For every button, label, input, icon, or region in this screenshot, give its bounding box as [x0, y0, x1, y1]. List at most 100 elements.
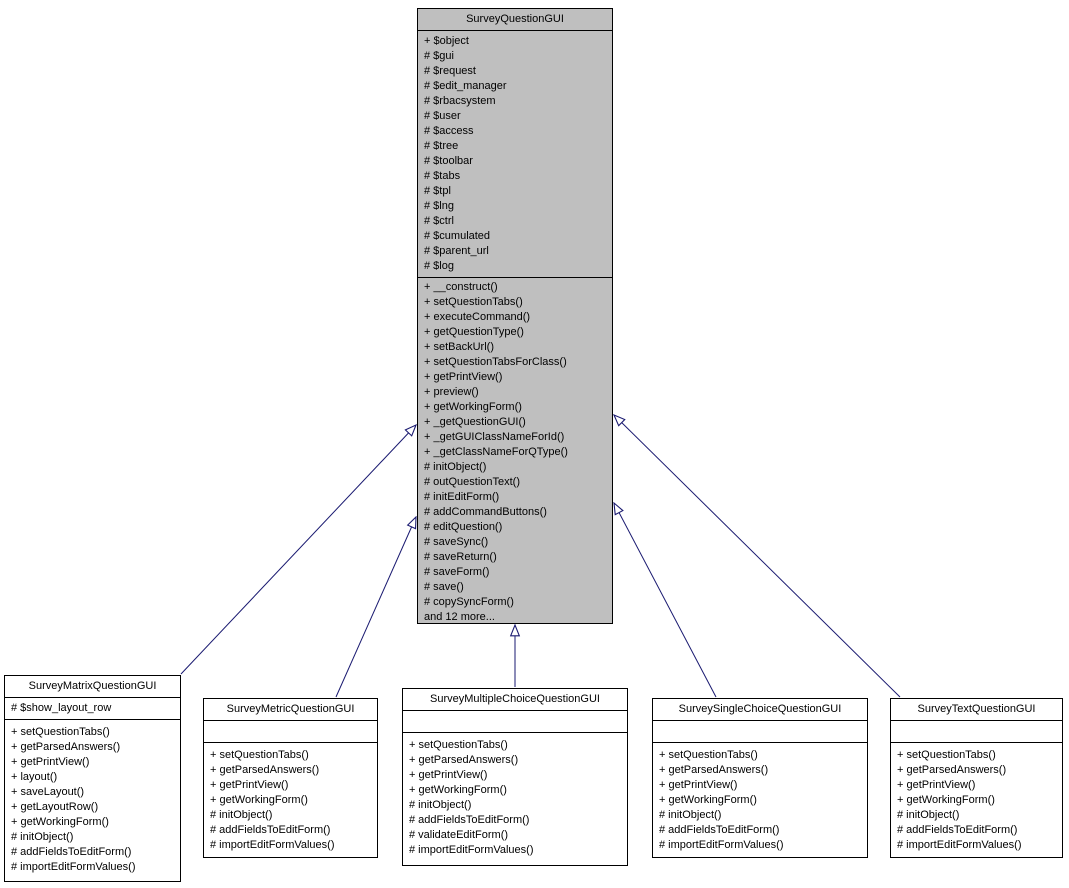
attribute-row: # $request: [424, 65, 476, 77]
method-row: + setQuestionTabsForClass(): [424, 356, 567, 368]
attributes-compartment: # $show_layout_row: [5, 698, 180, 720]
method-row: # saveReturn(): [424, 551, 497, 563]
method-row: + setQuestionTabs(): [897, 749, 996, 761]
method-row: + getPrintView(): [659, 779, 738, 791]
method-row: # initObject(): [897, 809, 960, 821]
methods-compartment: + setQuestionTabs() + getParsedAnswers() +…: [891, 743, 1062, 857]
method-row: + setQuestionTabs(): [11, 726, 110, 738]
attribute-row: # $lng: [424, 200, 454, 212]
methods-compartment: + setQuestionTabs() + getParsedAnswers() +…: [204, 743, 377, 857]
method-row: # saveForm(): [424, 566, 490, 578]
methods-compartment: + setQuestionTabs() + getParsedAnswers() +…: [653, 743, 867, 857]
attribute-row: # $gui: [424, 50, 454, 62]
method-row: + setQuestionTabs(): [424, 296, 523, 308]
method-row: + getParsedAnswers(): [659, 764, 769, 776]
method-row: + getWorkingForm(): [659, 794, 757, 806]
method-row: # initObject(): [424, 461, 487, 473]
attribute-row: # $rbacsystem: [424, 95, 496, 107]
methods-compartment: + setQuestionTabs() + getParsedAnswers() +…: [5, 720, 180, 881]
attributes-compartment: [653, 721, 867, 743]
attribute-row: # $access: [424, 125, 474, 137]
method-row: + getWorkingForm(): [409, 784, 507, 796]
method-row: + getWorkingForm(): [424, 401, 522, 413]
inheritance-edge-metric: [335, 517, 416, 698]
method-row: + setQuestionTabs(): [210, 749, 309, 761]
method-row: # initObject(): [210, 809, 273, 821]
class-box-surveymatrixquestiongui: SurveyMatrixQuestionGUI # $show_layout_r…: [4, 675, 181, 882]
method-row: + getPrintView(): [210, 779, 289, 791]
class-box-surveysinglechoicequestiongui: SurveySingleChoiceQuestionGUI + setQuest…: [652, 698, 868, 858]
method-row: # importEditFormValues(): [11, 861, 136, 873]
method-row: + getWorkingForm(): [11, 816, 109, 828]
method-row: # addFieldsToEditForm(): [210, 824, 331, 836]
class-box-surveymultiplechoicequestiongui: SurveyMultipleChoiceQuestionGUI + setQue…: [402, 688, 628, 866]
class-box-surveytextquestiongui: SurveyTextQuestionGUI + setQuestionTabs(…: [890, 698, 1063, 858]
attribute-row: # $user: [424, 110, 461, 122]
method-row: + getWorkingForm(): [210, 794, 308, 806]
class-name: SurveyTextQuestionGUI: [891, 699, 1062, 721]
attribute-row: # $ctrl: [424, 215, 454, 227]
attribute-row: # $tree: [424, 140, 459, 152]
method-row: # outQuestionText(): [424, 476, 520, 488]
method-row: + getPrintView(): [424, 371, 503, 383]
method-row: # addFieldsToEditForm(): [11, 846, 132, 858]
method-row: + getParsedAnswers(): [210, 764, 320, 776]
method-row: # initEditForm(): [424, 491, 500, 503]
attributes-compartment: [204, 721, 377, 743]
method-row: + executeCommand(): [424, 311, 531, 323]
method-row: # addFieldsToEditForm(): [897, 824, 1018, 836]
method-row: and 12 more...: [424, 611, 495, 623]
attributes-compartment: + $object # $gui # $request # $edit_manager…: [418, 31, 612, 278]
class-name: SurveySingleChoiceQuestionGUI: [653, 699, 867, 721]
method-row: + _getGUIClassNameForId(): [424, 431, 565, 443]
method-row: + getQuestionType(): [424, 326, 524, 338]
method-row: # importEditFormValues(): [409, 844, 534, 856]
method-row: + getParsedAnswers(): [11, 741, 121, 753]
class-name: SurveyMatrixQuestionGUI: [5, 676, 180, 698]
class-box-surveyquestiongui: SurveyQuestionGUI + $object # $gui # $requ…: [417, 8, 613, 624]
method-row: + setQuestionTabs(): [409, 739, 508, 751]
attribute-row: + $object: [424, 35, 469, 47]
method-row: + getPrintView(): [11, 756, 90, 768]
attribute-row: # $tpl: [424, 185, 451, 197]
class-name: SurveyMetricQuestionGUI: [204, 699, 377, 721]
attribute-row: # $cumulated: [424, 230, 491, 242]
method-row: + setBackUrl(): [424, 341, 494, 353]
inheritance-edge-matrix: [180, 425, 416, 675]
methods-compartment: + __construct() + setQuestionTabs() + exec…: [418, 278, 612, 623]
method-row: + getParsedAnswers(): [897, 764, 1007, 776]
method-row: # copySyncForm(): [424, 596, 514, 608]
method-row: # save(): [424, 581, 464, 593]
inheritance-edge-singlechoice: [614, 503, 717, 698]
methods-compartment: + setQuestionTabs()+ getParsedAnswers()+…: [403, 733, 627, 865]
method-row: + setQuestionTabs(): [659, 749, 758, 761]
method-row: + __construct(): [424, 281, 498, 293]
method-row: # addCommandButtons(): [424, 506, 547, 518]
method-row: + layout(): [11, 771, 58, 783]
method-row: # addFieldsToEditForm(): [659, 824, 780, 836]
method-row: + getPrintView(): [409, 769, 488, 781]
class-name: SurveyMultipleChoiceQuestionGUI: [403, 689, 627, 711]
method-row: # initObject(): [409, 799, 472, 811]
method-row: + preview(): [424, 386, 479, 398]
attribute-row: # $toolbar: [424, 155, 473, 167]
method-row: + getPrintView(): [897, 779, 976, 791]
method-row: # editQuestion(): [424, 521, 503, 533]
attribute-row: # $log: [424, 260, 454, 272]
method-row: # addFieldsToEditForm(): [409, 814, 530, 826]
method-row: + getWorkingForm(): [897, 794, 995, 806]
method-row: # importEditFormValues(): [897, 839, 1022, 851]
attribute-row: # $tabs: [424, 170, 461, 182]
attribute-row: # $edit_manager: [424, 80, 507, 92]
method-row: # initObject(): [11, 831, 74, 843]
attributes-compartment: [891, 721, 1062, 743]
class-box-surveymetricquestiongui: SurveyMetricQuestionGUI + setQuestionTab…: [203, 698, 378, 858]
method-row: # validateEditForm(): [409, 829, 509, 841]
method-row: + _getQuestionGUI(): [424, 416, 526, 428]
method-row: # initObject(): [659, 809, 722, 821]
class-name: SurveyQuestionGUI: [418, 9, 612, 31]
inheritance-edge-text: [614, 415, 901, 698]
method-row: + getLayoutRow(): [11, 801, 99, 813]
method-row: # importEditFormValues(): [210, 839, 335, 851]
